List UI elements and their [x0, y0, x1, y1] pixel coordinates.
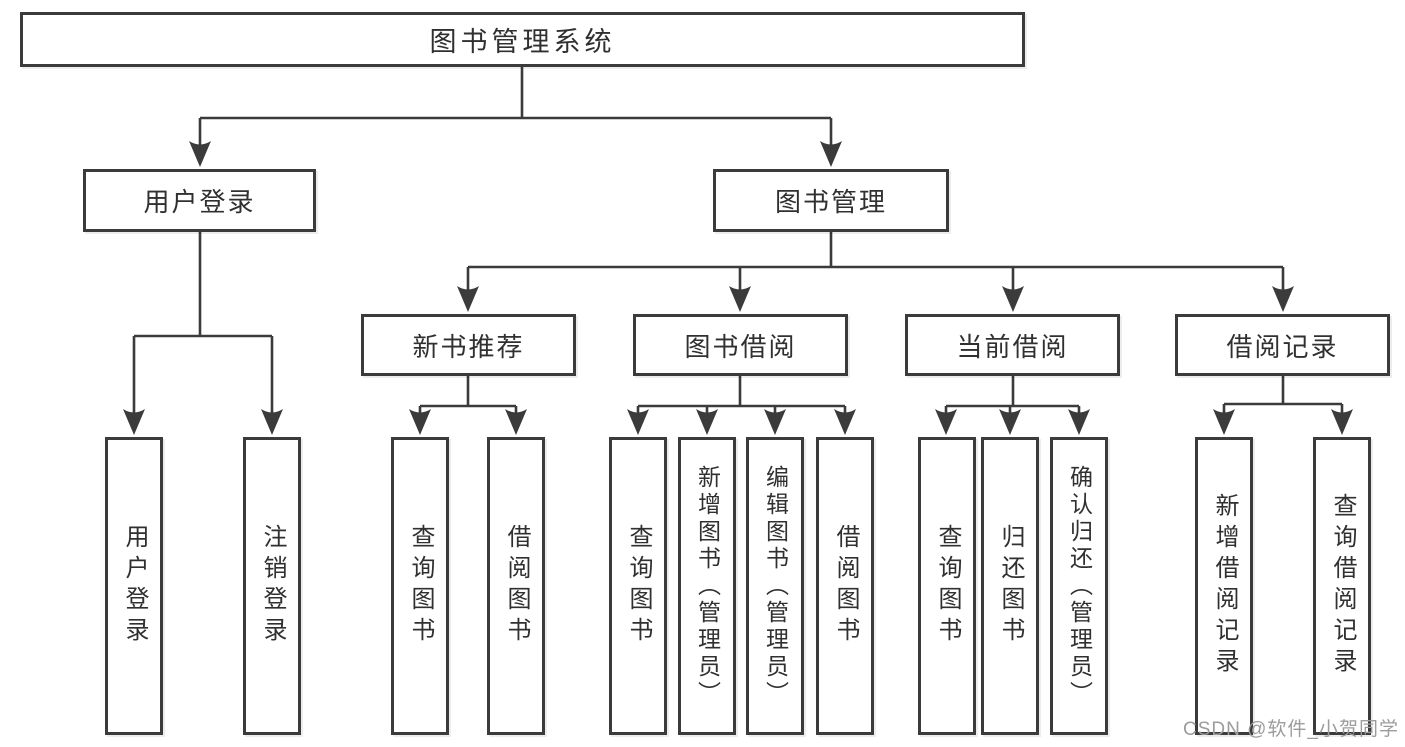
node-book-borrowing: 图书借阅	[633, 314, 848, 376]
node-query-borrow-record: 查询借阅记录	[1313, 437, 1371, 735]
node-library-management-system: 图书管理系统	[20, 12, 1025, 67]
node-borrowing-records: 借阅记录	[1175, 314, 1390, 376]
node-user-login-leaf: 用户登录	[105, 437, 163, 735]
node-book-management: 图书管理	[713, 169, 949, 232]
node-confirm-return-admin: 确认归还（管理员）	[1050, 437, 1108, 735]
node-query-books-borrow: 查询图书	[609, 437, 667, 735]
node-current-borrowing: 当前借阅	[905, 314, 1120, 376]
node-edit-books-admin: 编辑图书（管理员）	[746, 437, 804, 735]
node-new-book-recommendation: 新书推荐	[361, 314, 576, 376]
node-return-books: 归还图书	[981, 437, 1039, 735]
node-logout-leaf: 注销登录	[243, 437, 301, 735]
node-query-books-current: 查询图书	[918, 437, 976, 735]
node-query-books-recommend: 查询图书	[391, 437, 449, 735]
node-add-borrow-record: 新增借阅记录	[1195, 437, 1253, 735]
node-add-books-admin: 新增图书（管理员）	[678, 437, 736, 735]
node-borrow-books-recommend: 借阅图书	[487, 437, 545, 735]
csdn-watermark: CSDN @软件_小贺同学	[1183, 719, 1399, 740]
node-borrow-books-leaf: 借阅图书	[816, 437, 874, 735]
node-user-login: 用户登录	[83, 169, 316, 232]
